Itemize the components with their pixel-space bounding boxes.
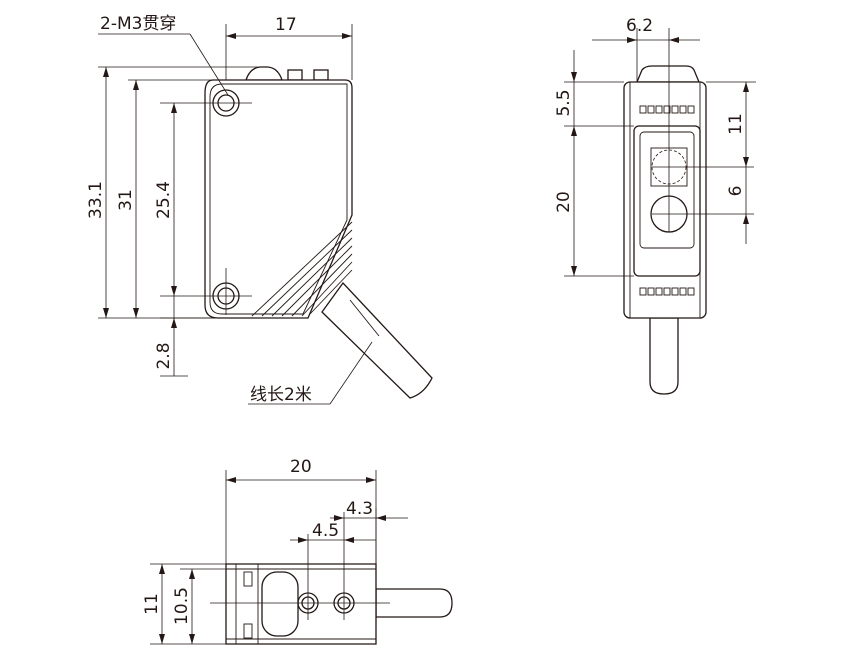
dim-bottom-height-inner (189, 569, 195, 644)
dim-label-front-lens-spacing: 6 (726, 186, 746, 197)
bottom-cable (375, 588, 453, 618)
dim-bottom-offset-45 (290, 537, 376, 543)
dim-front-top-offset (571, 50, 577, 126)
dim-label-bottom-height-total: 11 (142, 593, 162, 615)
bottom-view (150, 470, 453, 645)
front-window-outer (633, 125, 701, 277)
bottom-extension-lines (150, 563, 226, 645)
through-hole-label: 2-M3贯穿 (100, 14, 176, 34)
dim-label-bottom-offset-45: 4.5 (312, 521, 339, 541)
front-cable (649, 317, 679, 395)
side-cable (321, 281, 433, 399)
dim-side-bottom-offset (160, 296, 226, 377)
dim-label-front-width: 6.2 (626, 16, 653, 36)
dim-side-hole-spacing (171, 103, 177, 296)
dim-label-side-width: 17 (275, 15, 297, 35)
dim-label-side-bottom-offset: 2.8 (154, 342, 174, 369)
dim-label-front-upper-axis: 11 (726, 113, 746, 135)
dim-label-front-window-height: 20 (554, 191, 574, 213)
dim-bottom-height-total (159, 564, 165, 644)
dim-label-side-height-body: 31 (116, 189, 136, 211)
dim-side-height-body (133, 80, 139, 318)
front-window-inner (639, 131, 695, 249)
dim-bottom-offset-43 (330, 508, 408, 564)
side-hole-bottom (206, 268, 252, 315)
dim-label-bottom-height-inner: 10.5 (172, 587, 192, 625)
dim-front-window-height (571, 126, 577, 276)
side-body-outline (204, 79, 353, 319)
bottom-body (225, 563, 377, 645)
dim-label-bottom-length: 20 (290, 457, 312, 477)
front-led-row-top (639, 105, 695, 114)
cable-length-leader (248, 341, 373, 405)
side-hole-top (206, 89, 252, 117)
side-top-nubs (245, 66, 329, 81)
dim-label-side-hole-spacing: 25.4 (154, 181, 174, 219)
front-top-cap (636, 65, 700, 83)
dim-front-width (592, 28, 700, 82)
front-body (623, 81, 707, 319)
side-grip-ribs (251, 221, 353, 317)
dim-label-bottom-offset-43: 4.3 (346, 499, 373, 519)
through-hole-leader (98, 33, 229, 96)
dim-side-height-total (103, 67, 109, 318)
dim-front-lens-spacing (743, 167, 749, 244)
front-view (564, 28, 756, 395)
cable-length-label: 线长2米 (250, 385, 312, 405)
front-led-row-bottom (639, 287, 695, 296)
dim-label-side-height-total: 33.1 (86, 181, 106, 219)
side-view (98, 24, 433, 405)
dim-front-upper-axis (743, 82, 749, 167)
side-body-inner-edge (209, 83, 348, 315)
dim-side-width (225, 24, 353, 80)
dim-label-front-top-offset: 5.5 (554, 89, 574, 116)
